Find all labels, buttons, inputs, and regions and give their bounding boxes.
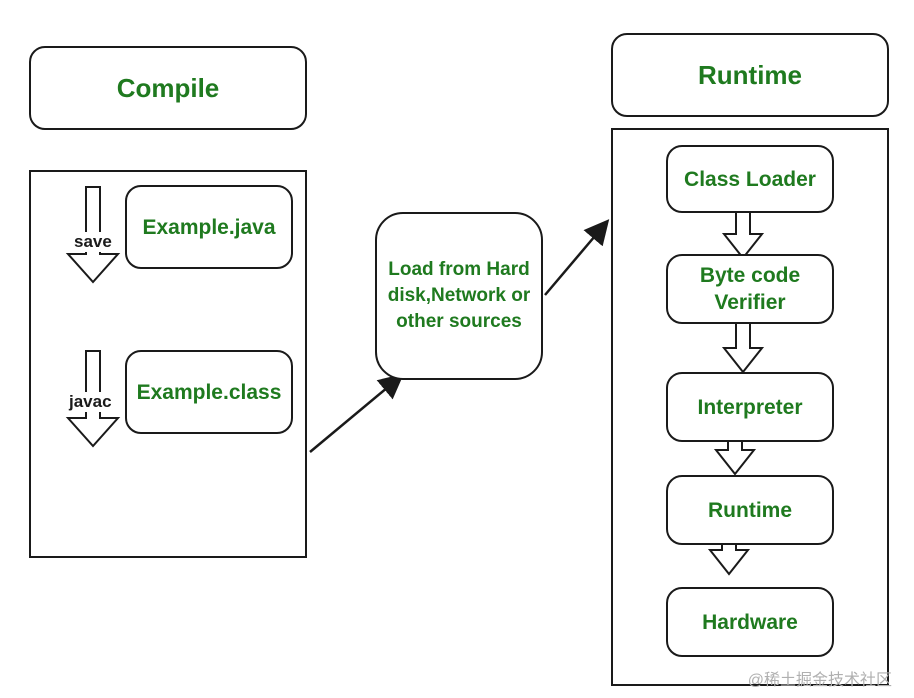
arrow-load-to-runtime xyxy=(544,219,610,296)
arrow-compile-to-load xyxy=(309,373,404,453)
hollow-arrow-runtime-2 xyxy=(721,320,765,374)
watermark: @稀土掘金技术社区 xyxy=(747,672,892,689)
compile-panel xyxy=(29,170,307,558)
load-sources-node: Load from Hard disk,Network or other sou… xyxy=(375,212,543,380)
interpreter-node: Interpreter xyxy=(666,372,834,442)
compile-title: Compile xyxy=(116,72,220,103)
example-class-node: Example.class xyxy=(125,350,293,434)
hollow-arrow-runtime-1 xyxy=(721,208,765,260)
runtime-title: Runtime xyxy=(698,59,802,90)
class-loader-node: Class Loader xyxy=(666,145,834,213)
compile-header: Compile xyxy=(29,46,307,130)
example-java-node: Example.java xyxy=(125,185,293,269)
javac-label: javac xyxy=(68,392,113,412)
save-label: save xyxy=(73,232,113,252)
runtime-panel xyxy=(611,128,889,686)
runtime-header: Runtime xyxy=(611,33,889,117)
hardware-node: Hardware xyxy=(666,587,834,657)
bytecode-verifier-node: Byte code Verifier xyxy=(666,254,834,324)
runtime-step-node: Runtime xyxy=(666,475,834,545)
